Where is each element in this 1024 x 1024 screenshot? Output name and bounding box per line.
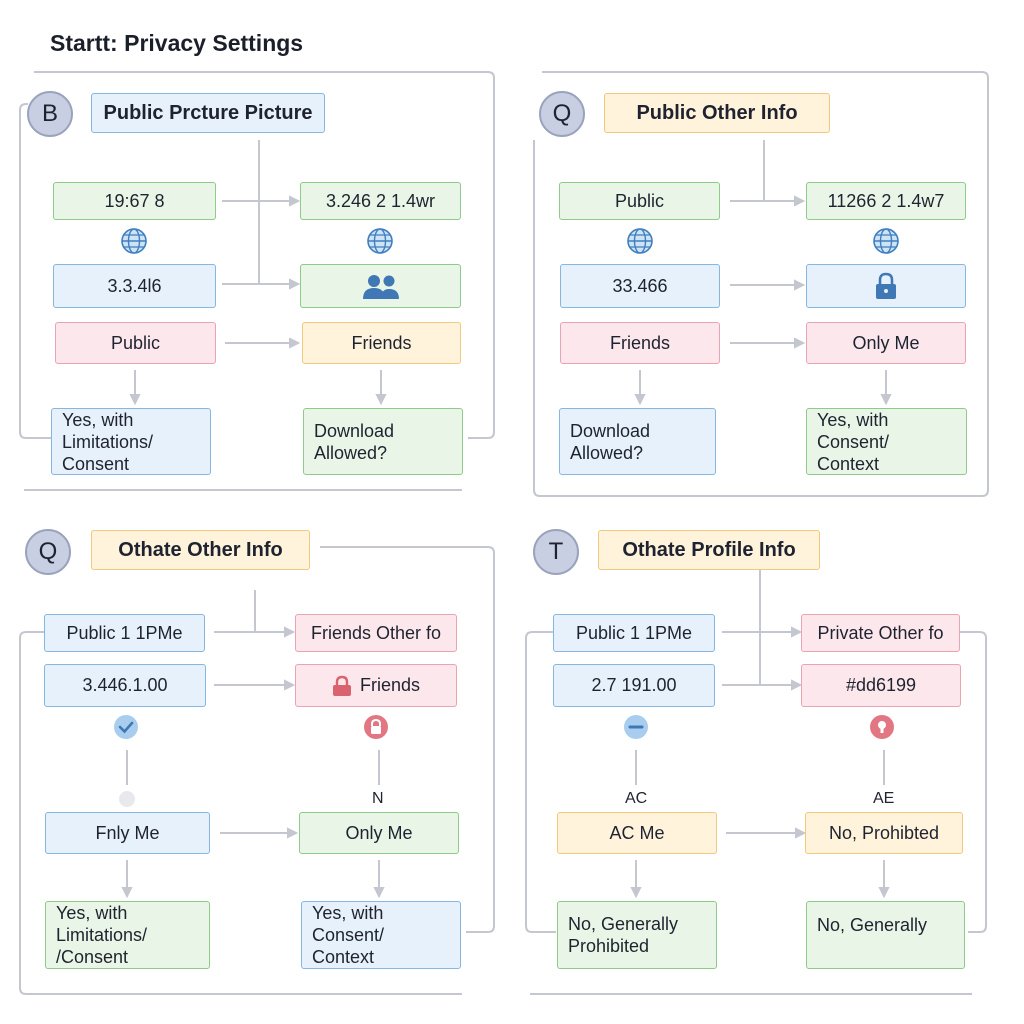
node-box: No, Generally: [806, 901, 965, 969]
node-box: No, Generally Prohibited: [557, 901, 717, 969]
node-box: 2.7 191.00: [553, 664, 715, 707]
node-box: Private Other fo: [801, 614, 960, 652]
check-icon: [110, 711, 142, 743]
node-box: Download Allowed?: [559, 408, 716, 475]
node-box: Public 1 1PMe: [44, 614, 205, 652]
branch-label: N: [372, 790, 384, 807]
node-box: Yes, with Limitations/ Consent: [51, 408, 211, 475]
users-node: [300, 264, 461, 308]
branch-label: AE: [873, 790, 895, 807]
node-box: Download Allowed?: [303, 408, 463, 475]
panel-badge: B: [27, 91, 73, 137]
node-box: Friends: [302, 322, 461, 364]
panel-header: Public Prcture Picture: [91, 93, 325, 133]
panel-header: Othate Profile Info: [598, 530, 820, 570]
panel-header: Othate Other Info: [91, 530, 310, 570]
node-box: Public: [559, 182, 720, 220]
node-box: 3.3.4l6: [53, 264, 216, 308]
lock-badge-icon: [360, 711, 392, 743]
panel-header: Public Other Info: [604, 93, 830, 133]
minus-icon: [620, 711, 652, 743]
node-box: 11266 2 1.4w7: [806, 182, 966, 220]
node-box: 19:67 8: [53, 182, 216, 220]
branch-label: AC: [625, 790, 648, 807]
page-title: Startt: Privacy Settings: [50, 30, 304, 56]
globe-icon: [624, 225, 656, 257]
node-box: 3.246 2 1.4wr: [300, 182, 461, 220]
node-box: Yes, with Consent/ Context: [806, 408, 967, 475]
keyhole-icon: [866, 711, 898, 743]
lock-node: [806, 264, 966, 308]
globe-icon: [870, 225, 902, 257]
node-box: #dd6199: [801, 664, 961, 707]
node-box: No, Prohibted: [805, 812, 963, 854]
node-label: Friends: [359, 675, 421, 695]
friends-lock-node: Friends: [295, 664, 457, 707]
panel-badge: Q: [25, 529, 71, 575]
lock-icon: [332, 675, 351, 696]
node-box: Public 1 1PMe: [553, 614, 715, 652]
node-box: Yes, with Consent/ Context: [301, 901, 461, 969]
node-box: Public: [55, 322, 216, 364]
lock-icon: [876, 272, 896, 299]
node-box: Fnly Me: [45, 812, 210, 854]
node-box: Only Me: [299, 812, 459, 854]
users-icon: [362, 275, 399, 299]
node-box: Friends Other fo: [295, 614, 457, 652]
dot-icon: [116, 788, 138, 810]
globe-icon: [118, 225, 150, 257]
node-box: Yes, with Limitations/ /Consent: [45, 901, 210, 969]
node-box: 3.446.1.00: [44, 664, 206, 707]
panel-badge: T: [533, 529, 579, 575]
node-box: Only Me: [806, 322, 966, 364]
node-box: 33.466: [560, 264, 720, 308]
node-box: AC Me: [557, 812, 717, 854]
globe-icon: [364, 225, 396, 257]
node-box: Friends: [560, 322, 720, 364]
panel-badge: Q: [539, 91, 585, 137]
